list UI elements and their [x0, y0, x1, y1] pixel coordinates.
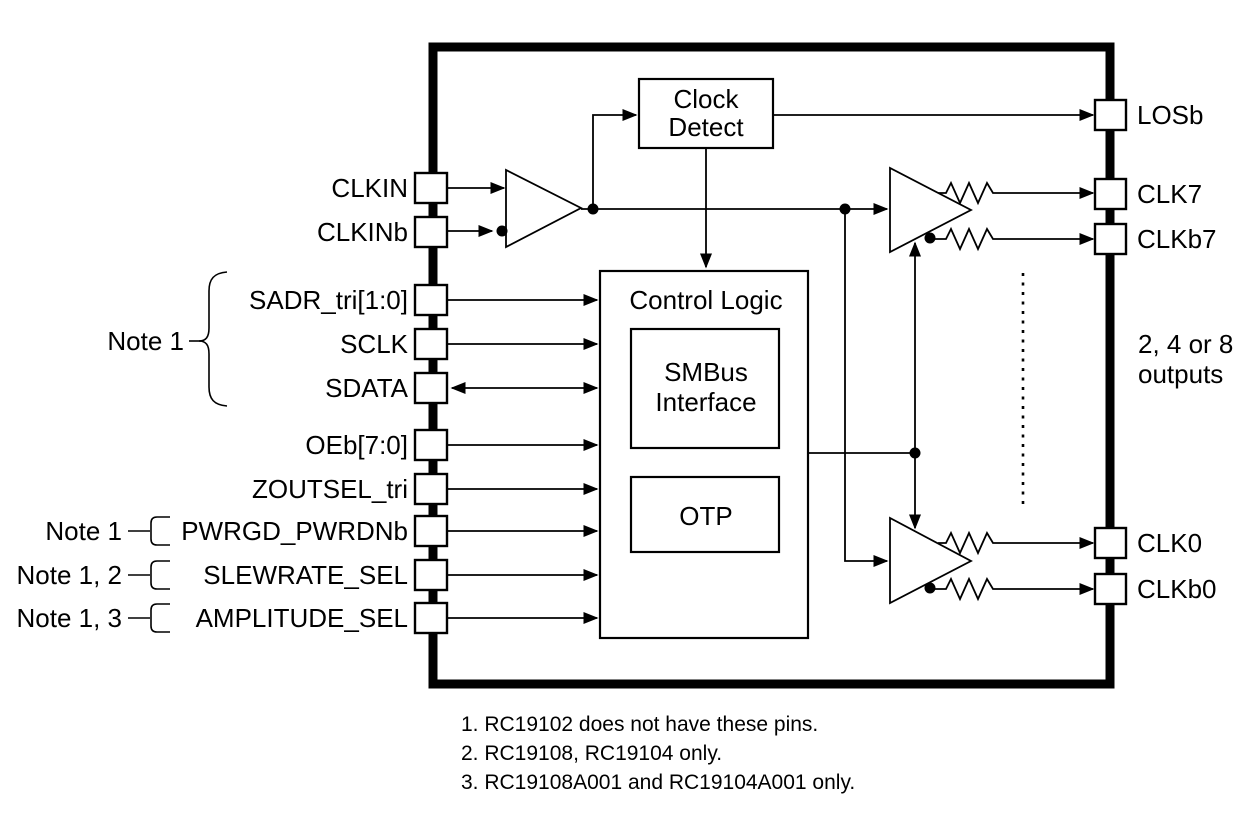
pin-slewrate	[413, 558, 449, 592]
pin-clkinb	[413, 215, 449, 249]
clock-detect-label-line1: Clock	[673, 84, 739, 114]
pin-clk0	[1093, 526, 1128, 560]
wires	[447, 109, 1095, 624]
outputs-annotation-line2: outputs	[1138, 359, 1223, 389]
pin-sdata	[413, 371, 449, 405]
wire-clk0-resistor	[938, 530, 1095, 556]
pin-sadr	[413, 283, 449, 317]
pin-label-clkinb: CLKINb	[317, 217, 408, 247]
wire-to-clock-detect	[592, 109, 638, 209]
footnote-2: 2. RC19108, RC19104 only.	[461, 742, 722, 765]
output-buffer-top-triangle	[889, 166, 973, 254]
pin-losb	[1093, 98, 1128, 132]
pin-label-amplitude: AMPLITUDE_SEL	[196, 603, 408, 633]
input-buffer-triangle	[505, 168, 583, 249]
note-annotations: Note 1 Note 1 Note 1, 2 Note 1, 3	[16, 271, 228, 633]
clock-detect-box	[637, 77, 775, 150]
right-pin-boxes	[1093, 98, 1128, 606]
otp-box	[629, 475, 781, 554]
smbus-label-line1: SMBus	[664, 357, 748, 387]
note-pwrgd-bracket	[150, 516, 170, 546]
clock-detect-label-line2: Detect	[668, 112, 744, 142]
note-group1-brace	[198, 271, 228, 407]
pin-label-losb: LOSb	[1137, 100, 1204, 130]
pin-label-clk0: CLK0	[1137, 528, 1202, 558]
footnotes: 1. RC19102 does not have these pins. 2. …	[461, 713, 855, 794]
pin-oeb	[413, 428, 449, 462]
control-logic-box	[598, 269, 810, 640]
outputs-annotation-line1: 2, 4 or 8	[1138, 329, 1233, 359]
note-group1-label: Note 1	[107, 326, 184, 356]
footnote-3: 3. RC19108A001 and RC19104A001 only.	[461, 771, 855, 794]
pin-label-clk7: CLK7	[1137, 179, 1202, 209]
pin-label-sclk: SCLK	[340, 329, 409, 359]
clkinb-input-dot	[496, 225, 508, 237]
note-amplitude-bracket	[150, 603, 170, 633]
pin-label-oeb: OEb[7:0]	[305, 430, 408, 460]
pin-clkin	[413, 171, 449, 205]
pin-label-clkb7: CLKb7	[1137, 224, 1217, 254]
smbus-label-line2: Interface	[655, 387, 756, 417]
right-pin-labels: LOSb CLK7 CLKb7 CLK0 CLKb0 2, 4 or 8 out…	[1137, 100, 1233, 604]
pin-label-pwrgd: PWRGD_PWRDNb	[181, 516, 408, 546]
pin-label-slewrate: SLEWRATE_SEL	[203, 560, 408, 590]
note-slewrate-bracket	[150, 560, 170, 590]
junction-dot-clock-detect-tap	[587, 203, 599, 215]
clkb0-output-dot	[924, 582, 936, 594]
control-logic-label: Control Logic	[629, 285, 782, 315]
pin-label-clkb0: CLKb0	[1137, 574, 1217, 604]
wire-clock-branch-lower	[844, 209, 889, 567]
pin-label-zoutsel: ZOUTSEL_tri	[252, 474, 408, 504]
pin-pwrgd	[413, 514, 449, 548]
pin-sclk	[413, 327, 449, 361]
pin-label-clkin: CLKIN	[331, 173, 408, 203]
pin-clkb0	[1093, 572, 1128, 606]
note-slewrate-label: Note 1, 2	[16, 560, 122, 590]
clkb7-output-dot	[924, 232, 936, 244]
pin-label-sadr: SADR_tri[1:0]	[249, 285, 408, 315]
otp-label: OTP	[679, 501, 732, 531]
footnote-1: 1. RC19102 does not have these pins.	[461, 713, 818, 736]
wire-clk7-resistor	[938, 180, 1095, 206]
pin-clk7	[1093, 177, 1128, 211]
wire-clkb0-resistor	[932, 576, 1095, 602]
pin-label-sdata: SDATA	[325, 373, 408, 403]
left-pin-boxes	[413, 171, 449, 635]
note-pwrgd-label: Note 1	[45, 516, 122, 546]
left-pin-labels: CLKIN CLKINb SADR_tri[1:0] SCLK SDATA OE…	[181, 173, 408, 633]
wire-clkb7-resistor	[932, 226, 1095, 252]
junction-dot-clock-branch	[839, 203, 851, 215]
output-buffer-bottom-triangle	[889, 516, 973, 605]
pin-zoutsel	[413, 472, 449, 506]
smbus-interface-box	[629, 327, 781, 450]
chip-outline	[428, 42, 1115, 689]
pin-clkb7	[1093, 222, 1128, 256]
junction-dot-control	[909, 447, 921, 459]
note-amplitude-label: Note 1, 3	[16, 603, 122, 633]
pin-amplitude	[413, 601, 449, 635]
